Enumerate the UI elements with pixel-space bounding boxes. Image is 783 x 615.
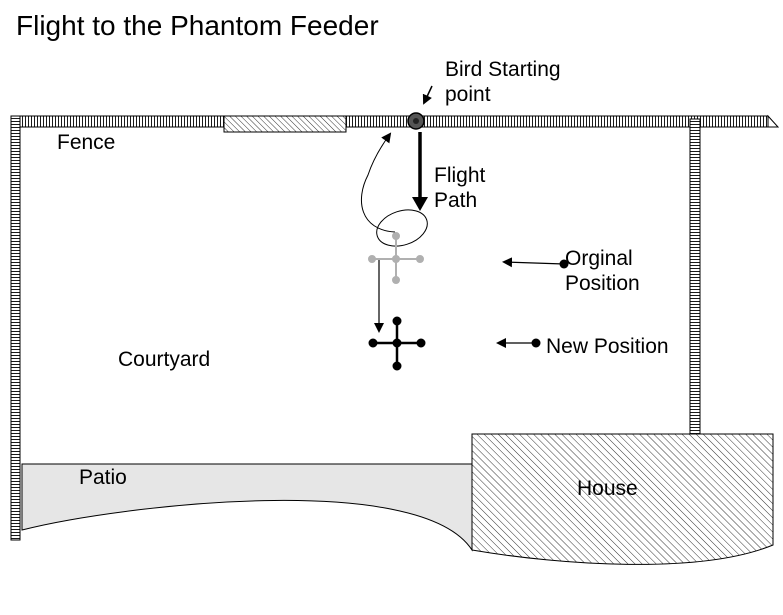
original-position-label-line1: Orginal	[565, 247, 633, 270]
original-position-label: Orginal Position	[565, 246, 640, 296]
fence-right	[689, 118, 701, 437]
house	[471, 433, 774, 565]
patio-label: Patio	[79, 466, 127, 489]
return-flight-curve	[360, 132, 396, 233]
original-position-pointer	[502, 257, 565, 268]
diagram-title: Flight to the Phantom Feeder	[16, 10, 379, 41]
bird-start-label-line1: Bird Starting	[445, 58, 561, 81]
new-position-label: New Position	[546, 335, 669, 358]
fence-top	[10, 115, 769, 128]
bird-start-arrow	[422, 85, 433, 105]
original-feeder-icon	[368, 232, 424, 284]
house-label: House	[577, 477, 638, 500]
flight-path-label: Flight Path	[434, 163, 485, 213]
bird-start-label-line2: point	[445, 83, 491, 106]
fence-label: Fence	[57, 131, 116, 154]
flight-loop	[376, 209, 428, 247]
flight-path-label-line2: Path	[434, 189, 478, 212]
fence-gate	[223, 115, 347, 133]
fence-end	[767, 114, 780, 128]
original-position-label-line2: Position	[565, 272, 640, 295]
original-position-dot	[559, 259, 569, 269]
flight-path-label-line1: Flight	[434, 164, 486, 187]
new-feeder-icon	[368, 316, 426, 371]
bird-eye	[413, 118, 419, 124]
new-position-dot	[531, 338, 541, 348]
patio	[21, 463, 473, 552]
bird-start-label: Bird Starting point	[445, 57, 561, 107]
fence-left	[10, 115, 21, 541]
courtyard-label: Courtyard	[118, 348, 211, 371]
